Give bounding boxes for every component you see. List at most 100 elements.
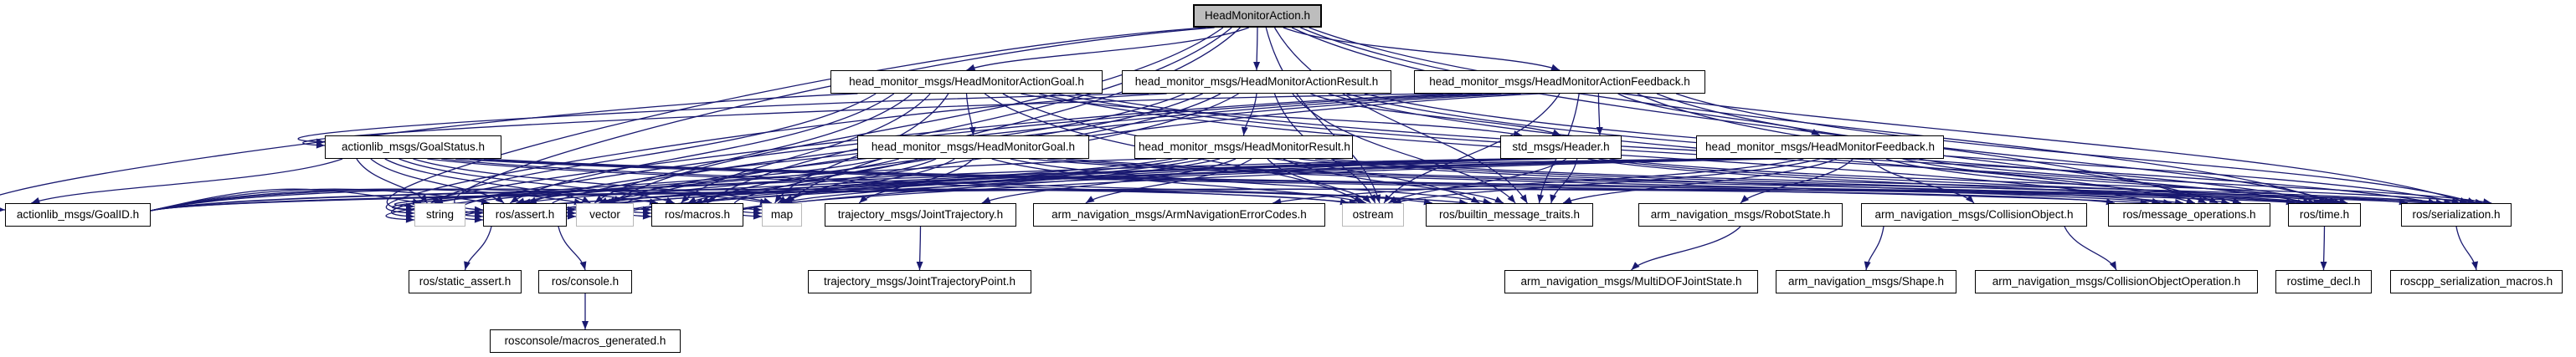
graph-edge (150, 188, 491, 212)
graph-edge (2064, 226, 2117, 271)
graph-edge (393, 158, 1721, 207)
node-head-monitor-msgs-headmonitorgoal-h[interactable]: head_monitor_msgs/HeadMonitorGoal.h (857, 135, 1089, 159)
graph-edge (1617, 93, 1821, 136)
node-head-monitor-msgs-headmonitorfeedback-h[interactable]: head_monitor_msgs/HeadMonitorFeedback.h (1696, 135, 1944, 159)
node-head-monitor-msgs-headmonitorresult-h[interactable]: head_monitor_msgs/HeadMonitorResult.h (1134, 135, 1353, 159)
node-rosconsole-macros-generated-h[interactable]: rosconsole/macros_generated.h (490, 329, 681, 353)
node-actionlib-msgs-goalid-h[interactable]: actionlib_msgs/GoalID.h (5, 203, 151, 227)
node-ros-message-operations-h[interactable]: ros/message_operations.h (2108, 203, 2270, 227)
graph-edge-arrowhead (1507, 194, 1516, 203)
graph-edge (1740, 158, 1854, 204)
graph-edge (0, 93, 858, 211)
graph-edge-arrowhead (405, 216, 414, 223)
node-ros-time-h[interactable]: ros/time.h (2288, 203, 2361, 227)
graph-edge (1587, 158, 2230, 204)
node-ros-macros-h[interactable]: ros/macros.h (651, 203, 743, 227)
graph-edge (1598, 158, 2343, 204)
graph-edge (966, 27, 1249, 71)
node-ros-assert-h[interactable]: ros/assert.h (483, 203, 567, 227)
graph-edge (516, 158, 900, 204)
graph-edge (150, 188, 2296, 212)
graph-edge (1609, 158, 2484, 204)
node-string[interactable]: string (414, 203, 465, 227)
graph-edge-arrowhead (966, 64, 976, 71)
node-ros-console-h[interactable]: ros/console.h (538, 270, 632, 293)
node-ostream[interactable]: ostream (1342, 203, 1404, 227)
graph-edge-arrowhead (1241, 126, 1248, 135)
graph-edge-arrowhead (1596, 126, 1603, 135)
graph-edge-arrowhead (1483, 197, 1492, 205)
node-ros-serialization-h[interactable]: ros/serialization.h (2401, 203, 2512, 227)
graph-edge-arrowhead (2451, 197, 2460, 205)
graph-edge-arrowhead (859, 195, 868, 203)
graph-edge-arrowhead (579, 261, 587, 270)
graph-edge-arrowhead (582, 321, 589, 329)
graph-edge-arrowhead (1253, 61, 1261, 70)
node-roscpp-serialization-macros-h[interactable]: roscpp_serialization_macros.h (2390, 270, 2563, 293)
graph-edge-arrowhead (434, 197, 444, 205)
graph-edge-arrowhead (31, 197, 41, 204)
graph-edge (629, 158, 1771, 214)
graph-edge-arrowhead (916, 261, 923, 270)
node-vector[interactable]: vector (576, 203, 634, 227)
graph-edge-arrowhead (1740, 195, 1750, 203)
node-std-msgs-header-h[interactable]: std_msgs/Header.h (1500, 135, 1622, 159)
graph-edge (430, 93, 877, 204)
graph-edge-arrowhead (1357, 197, 1367, 205)
graph-edge (302, 93, 1443, 146)
graph-edge (991, 158, 1367, 204)
graph-edge (1291, 27, 2207, 204)
node-arm-navigation-msgs-collisionobjectoperation-h[interactable]: arm_navigation_msgs/CollisionObjectOpera… (1975, 270, 2258, 293)
graph-edge (1562, 158, 1837, 204)
graph-edge-arrowhead (1494, 196, 1504, 203)
node-arm-navigation-msgs-shape-h[interactable]: arm_navigation_msgs/Shape.h (1776, 270, 1956, 293)
graph-edge (455, 158, 2149, 204)
graph-edge-arrowhead (419, 194, 428, 203)
node-trajectory-msgs-jointtrajectory-h[interactable]: trajectory_msgs/JointTrajectory.h (825, 203, 1016, 227)
graph-edge-arrowhead (2471, 261, 2479, 270)
graph-edge-arrowhead (1550, 64, 1560, 71)
graph-edge-arrowhead (1864, 261, 1871, 270)
graph-edge (785, 27, 1241, 204)
node-head-monitor-msgs-headmonitoractionfeedback-h[interactable]: head_monitor_msgs/HeadMonitorActionFeedb… (1414, 70, 1705, 94)
graph-edge-arrowhead (1362, 195, 1371, 203)
node-arm-navigation-msgs-armnavigationerrorcodes-h[interactable]: arm_navigation_msgs/ArmNavigationErrorCo… (1033, 203, 1325, 227)
node-arm-navigation-msgs-collisionobject-h[interactable]: arm_navigation_msgs/CollisionObject.h (1861, 203, 2087, 227)
graph-edge (385, 93, 1167, 214)
graph-edge-arrowhead (1388, 196, 1398, 203)
graph-edge (150, 188, 1433, 212)
graph-edge (1309, 27, 2469, 204)
graph-edge (297, 93, 1149, 143)
node-arm-navigation-msgs-robotstate-h[interactable]: arm_navigation_msgs/RobotState.h (1638, 203, 1843, 227)
graph-edge (550, 93, 1502, 211)
graph-edge (1919, 158, 2492, 204)
node-rostime-decl-h[interactable]: rostime_decl.h (2275, 270, 2372, 293)
graph-edge (459, 158, 1524, 221)
graph-edge (1300, 27, 2333, 204)
graph-edge-arrowhead (464, 261, 470, 270)
graph-edge (1283, 27, 1561, 71)
graph-edge-arrowhead (1966, 195, 1974, 203)
node-map[interactable]: map (762, 203, 802, 227)
graph-edge (522, 158, 1173, 204)
graph-edge-arrowhead (1085, 196, 1095, 203)
graph-edge (1283, 158, 1504, 204)
graph-edge-arrowhead (1550, 194, 1557, 203)
graph-edge (1388, 158, 1567, 204)
graph-edge (780, 158, 1221, 204)
graph-edge-arrowhead (316, 141, 325, 149)
node-actionlib-msgs-goalstatus-h[interactable]: actionlib_msgs/GoalStatus.h (325, 135, 501, 159)
node-trajectory-msgs-jointtrajectorypoint-h[interactable]: trajectory_msgs/JointTrajectoryPoint.h (808, 270, 1031, 293)
node-head-monitor-msgs-headmonitoractiongoal-h[interactable]: head_monitor_msgs/HeadMonitorActionGoal.… (830, 70, 1103, 94)
graph-edge-arrowhead (2232, 197, 2242, 204)
graph-edge-arrowhead (753, 212, 762, 220)
node-ros-builtin-message-traits-h[interactable]: ros/builtin_message_traits.h (1426, 203, 1593, 227)
node-head-monitor-msgs-headmonitoractionresult-h[interactable]: head_monitor_msgs/HeadMonitorActionResul… (1122, 70, 1391, 94)
node-arm-navigation-msgs-multidofjointstate-h[interactable]: arm_navigation_msgs/MultiDOFJointState.h (1504, 270, 1758, 293)
graph-edge (391, 158, 1513, 211)
graph-edge-arrowhead (495, 195, 505, 203)
graph-edge (391, 93, 1463, 217)
graph-edge (610, 27, 1224, 204)
node-ros-static-assert-h[interactable]: ros/static_assert.h (409, 270, 522, 293)
